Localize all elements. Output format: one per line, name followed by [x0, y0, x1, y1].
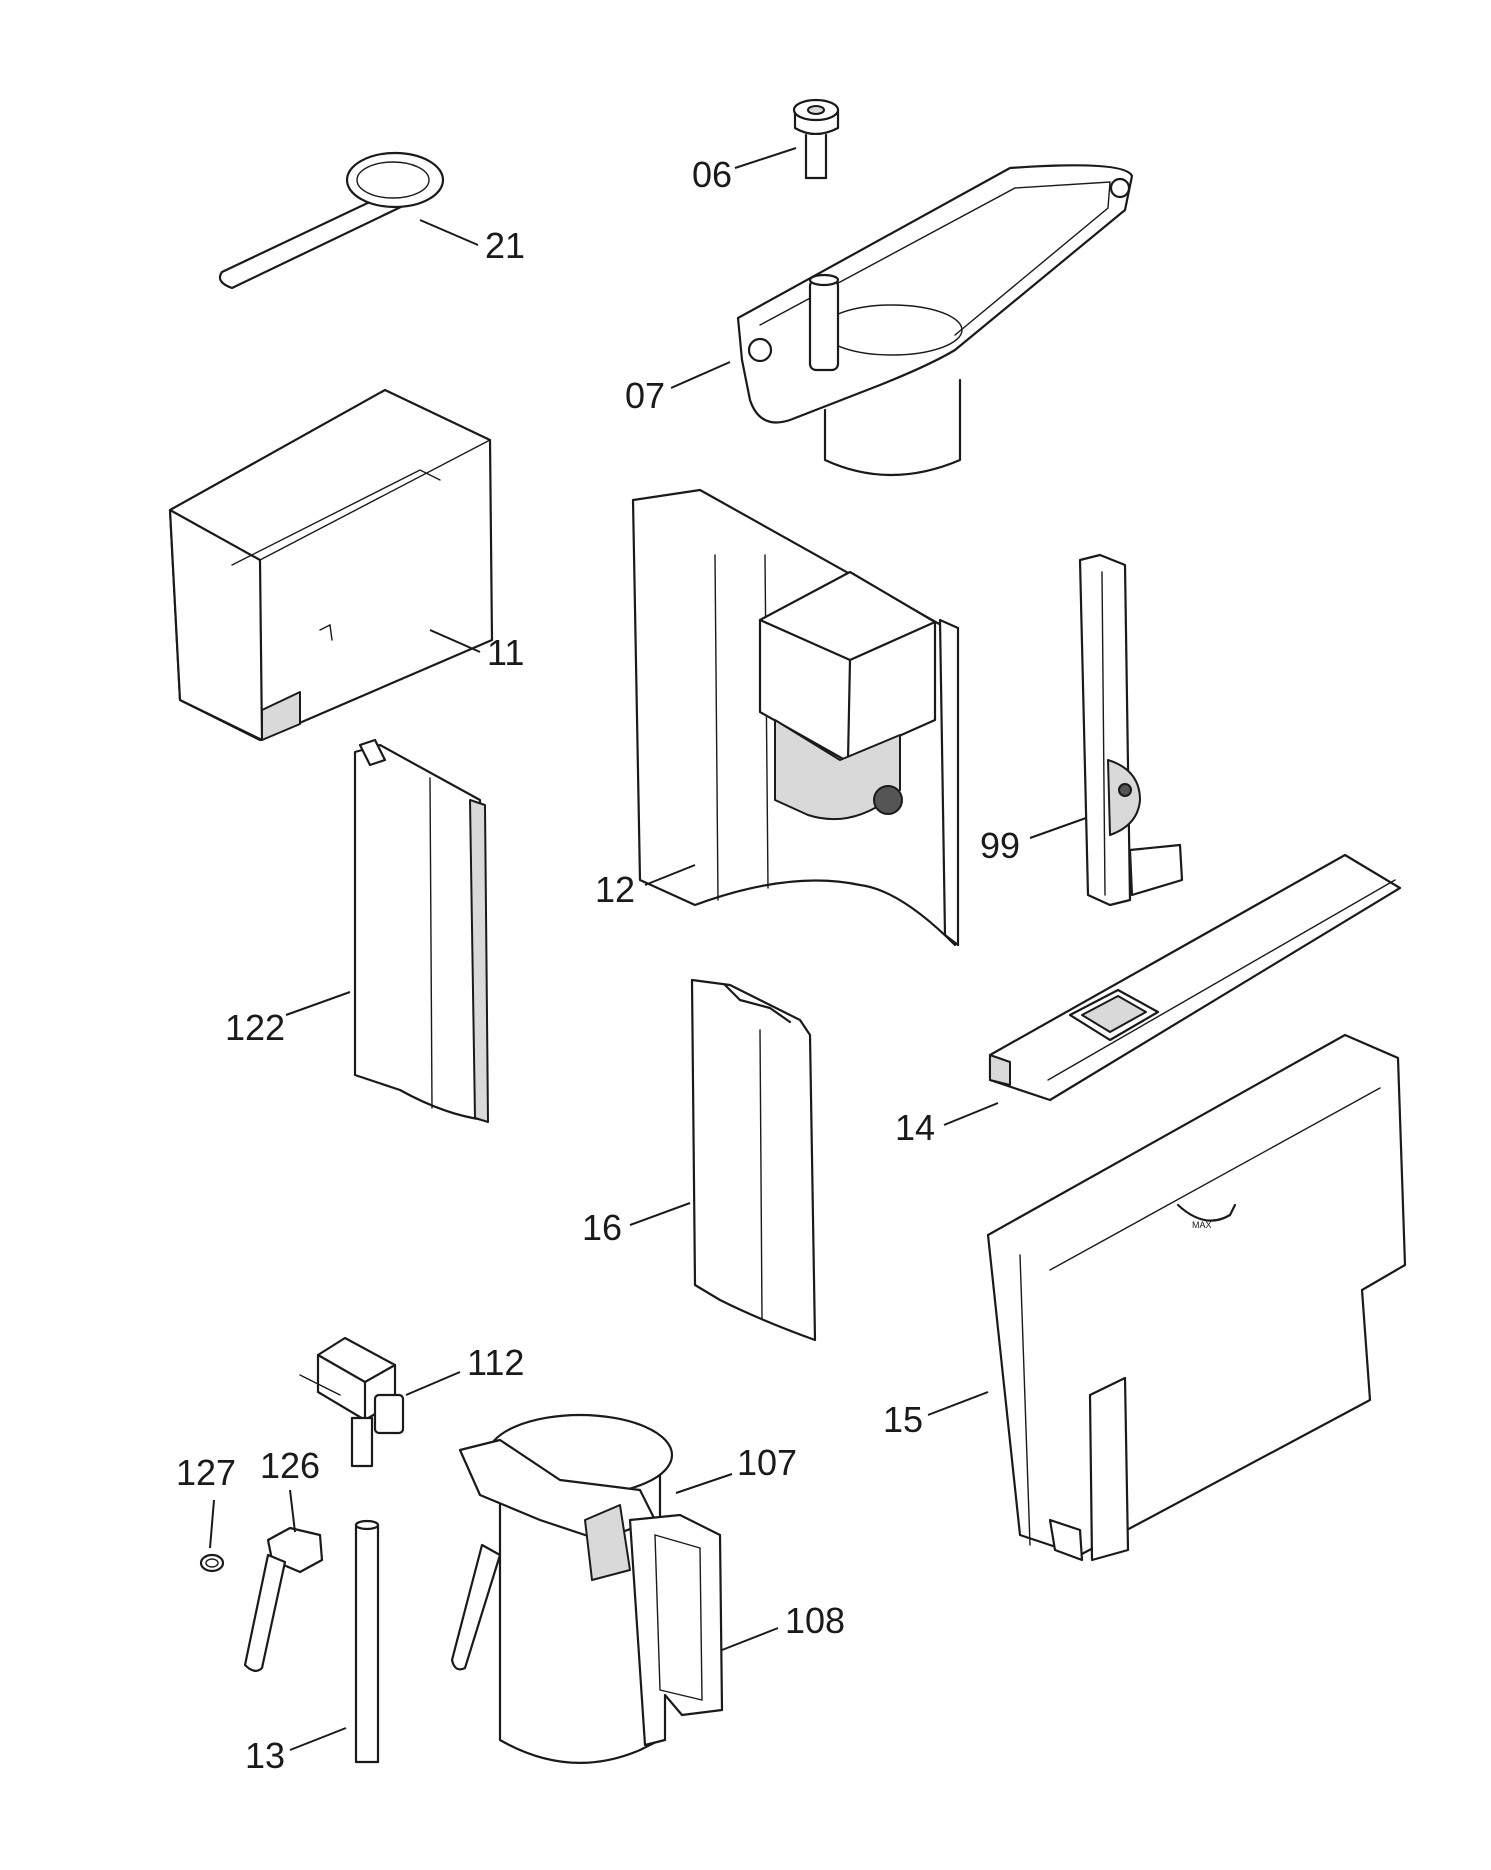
label-108: 108: [785, 1600, 845, 1641]
label-99: 99: [980, 825, 1020, 866]
label-127: 127: [176, 1452, 236, 1493]
callout-labels: 06 07 21 11 122 12 99 16 14 15 112 107 1…: [176, 154, 1020, 1776]
part-112-connector: [299, 1336, 405, 1468]
label-12: 12: [595, 869, 635, 910]
label-06: 06: [692, 154, 732, 195]
part-12-front-frame: [631, 488, 960, 947]
label-13: 13: [245, 1735, 285, 1776]
tank-max-mark: MAX: [1192, 1220, 1212, 1230]
part-11-container: [168, 388, 494, 742]
part-21-spoon: [218, 151, 445, 290]
label-14: 14: [895, 1107, 935, 1148]
part-127-o-ring: [199, 1553, 225, 1573]
label-15: 15: [883, 1399, 923, 1440]
label-126: 126: [260, 1445, 320, 1486]
label-107: 107: [737, 1442, 797, 1483]
part-06-knob: [792, 98, 840, 180]
part-15-water-tank: MAX: [986, 1033, 1407, 1562]
label-122: 122: [225, 1007, 285, 1048]
label-16: 16: [582, 1207, 622, 1248]
label-07: 07: [625, 375, 665, 416]
part-07-hopper-tray: [736, 164, 1134, 477]
part-107-milk-jug: [450, 1413, 674, 1764]
part-126-elbow-pipe: [243, 1526, 324, 1672]
part-108-jug-handle: [628, 1513, 724, 1747]
part-14-tank-lid: [988, 853, 1402, 1102]
label-21: 21: [485, 225, 525, 266]
label-112: 112: [467, 1342, 524, 1383]
part-16-side-cover: [690, 978, 817, 1342]
leader-lines: [209, 147, 1087, 1751]
label-11: 11: [487, 632, 524, 673]
part-122-side-panel: [353, 738, 489, 1123]
part-13-tube: [354, 1519, 380, 1764]
part-99-bracket: [1078, 553, 1184, 907]
